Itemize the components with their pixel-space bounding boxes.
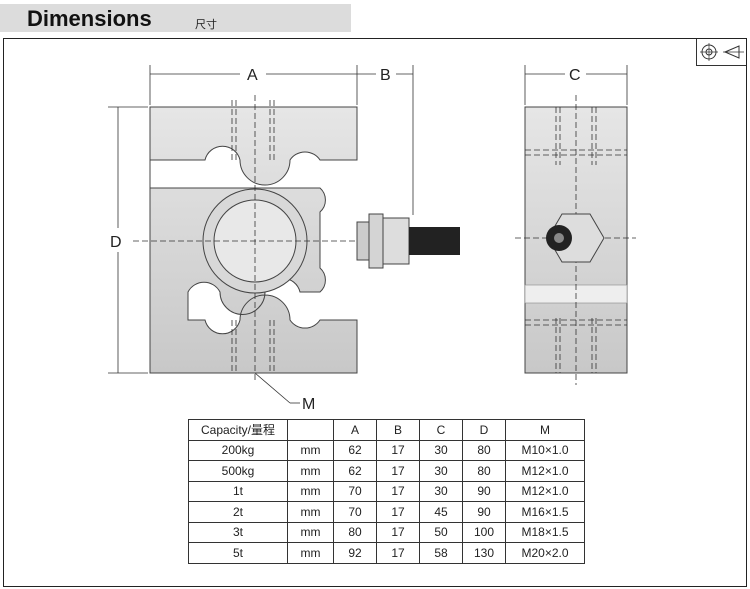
dimension-label-b: B	[380, 67, 391, 84]
table-cell: 17	[376, 480, 420, 502]
table-cell: 30	[419, 460, 463, 482]
table-cell: 3t	[188, 521, 288, 543]
table-cell: M16×1.5	[505, 501, 585, 523]
table-cell: 1t	[188, 480, 288, 502]
table-cell: mm	[287, 439, 334, 461]
table-cell: 130	[462, 542, 506, 564]
dimension-label-a: A	[247, 67, 258, 84]
table-cell: 70	[333, 480, 377, 502]
table-cell: 50	[419, 521, 463, 543]
table-cell: 62	[333, 460, 377, 482]
dimension-label-d: D	[110, 234, 122, 251]
table-cell: M18×1.5	[505, 521, 585, 543]
table-cell: 17	[376, 501, 420, 523]
table-cell: 90	[462, 501, 506, 523]
table-cell: mm	[287, 521, 334, 543]
table-cell: M12×1.0	[505, 460, 585, 482]
table-cell: 17	[376, 439, 420, 461]
front-view	[133, 95, 460, 380]
header-cell	[287, 419, 334, 441]
table-cell: 80	[462, 439, 506, 461]
table-cell: 17	[376, 521, 420, 543]
table-cell: mm	[287, 542, 334, 564]
header-cell: C	[419, 419, 463, 441]
header-cell: Capacity/量程	[188, 419, 288, 441]
header-cell: M	[505, 419, 585, 441]
page-title: Dimensions	[27, 6, 152, 31]
page-subtitle: 尺寸	[195, 19, 217, 31]
table-cell: M20×2.0	[505, 542, 585, 564]
header-cell: B	[376, 419, 420, 441]
table-cell: 62	[333, 439, 377, 461]
table-header-row: Capacity/量程 A B C D M	[188, 419, 585, 441]
table-cell: mm	[287, 501, 334, 523]
dimension-lines	[108, 65, 628, 404]
table-cell: 92	[333, 542, 377, 564]
side-view	[515, 95, 636, 385]
table-cell: 90	[462, 480, 506, 502]
table-cell: 80	[333, 521, 377, 543]
table-cell: mm	[287, 480, 334, 502]
table-cell: 30	[419, 439, 463, 461]
header-bar: Dimensions 尺寸	[0, 4, 351, 32]
first-angle-projection-icon	[696, 39, 746, 66]
table-cell: 58	[419, 542, 463, 564]
table-cell: 200kg	[188, 439, 288, 461]
table-cell: 30	[419, 480, 463, 502]
drawing-frame	[3, 38, 747, 587]
table-cell: 5t	[188, 542, 288, 564]
table-cell: 17	[376, 542, 420, 564]
table-cell: 500kg	[188, 460, 288, 482]
dimension-label-c: C	[569, 67, 581, 84]
table-cell: M10×1.0	[505, 439, 585, 461]
table-cell: mm	[287, 460, 334, 482]
table-cell: 17	[376, 460, 420, 482]
header-cell: A	[333, 419, 377, 441]
dimension-label-m: M	[302, 396, 315, 413]
table-cell: 100	[462, 521, 506, 543]
table-cell: 45	[419, 501, 463, 523]
header-cell: D	[462, 419, 506, 441]
table-cell: M12×1.0	[505, 480, 585, 502]
table-cell: 2t	[188, 501, 288, 523]
table-cell: 80	[462, 460, 506, 482]
table-cell: 70	[333, 501, 377, 523]
